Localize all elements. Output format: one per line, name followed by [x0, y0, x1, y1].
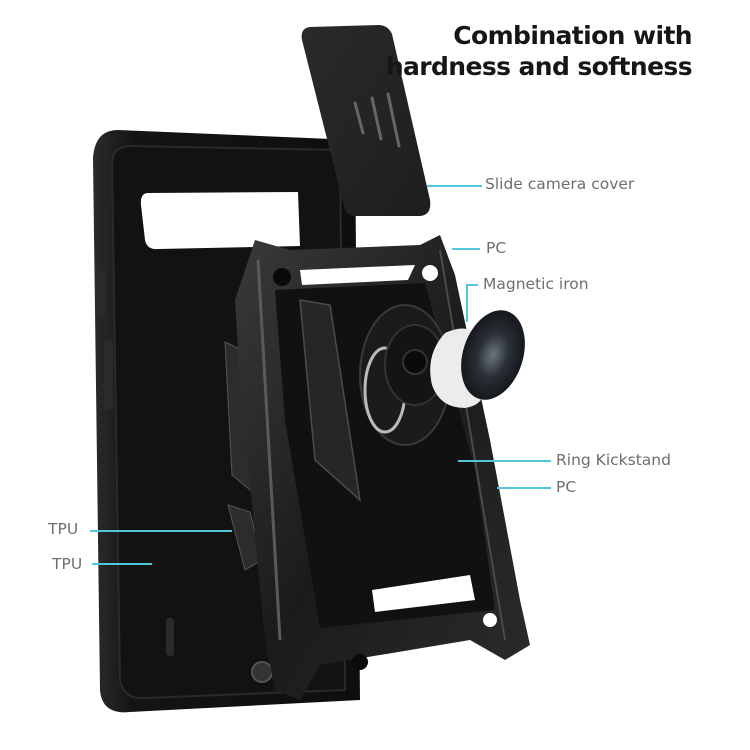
- leader-line-tpu-2: [92, 563, 152, 565]
- label-tpu-1: TPU: [48, 520, 79, 538]
- label-ring-kickstand: Ring Kickstand: [556, 451, 671, 469]
- slide-camera-cover: [301, 25, 431, 216]
- label-pc-top: PC: [486, 239, 507, 257]
- leader-line-magnetic-iron-h: [466, 284, 478, 286]
- leader-line-tpu-1: [90, 530, 232, 532]
- label-magnetic-iron: Magnetic iron: [483, 275, 589, 293]
- leader-line-magnetic-iron-v: [466, 284, 468, 322]
- pc-armor-frame: [235, 235, 530, 700]
- headline-line-2: hardness and softness: [385, 52, 693, 81]
- leader-line-ring-kickstand: [458, 460, 551, 462]
- headline: Combination with hardness and softness: [385, 20, 693, 82]
- ring-kickstand: [359, 304, 451, 446]
- leader-line-pc-bottom: [497, 487, 551, 489]
- iron-disc: [461, 310, 525, 400]
- label-slide-camera-cover: Slide camera cover: [485, 175, 635, 193]
- headline-line-1: Combination with: [453, 21, 692, 50]
- label-tpu-2: TPU: [52, 555, 83, 573]
- leader-line-pc-top: [452, 248, 480, 250]
- label-pc-bottom: PC: [556, 478, 577, 496]
- leader-line-slide-camera-cover: [427, 185, 482, 187]
